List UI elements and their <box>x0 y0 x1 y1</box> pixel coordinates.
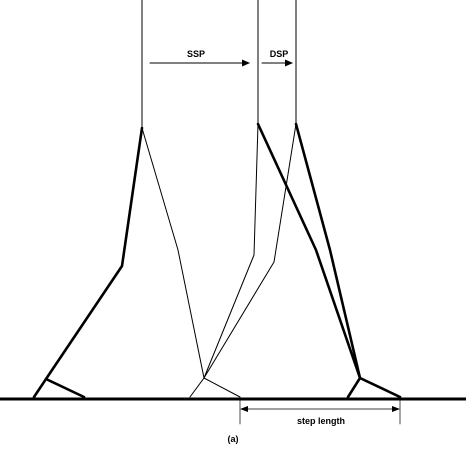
ssp-arrow-head <box>242 59 250 67</box>
mid-swing-leg <box>203 123 259 379</box>
figure-caption: (a) <box>228 434 239 444</box>
right-foot <box>346 376 402 399</box>
left-stance-leg <box>32 126 144 399</box>
right-thick-leg-a <box>256 122 362 380</box>
step-length-arrow-left <box>240 406 248 412</box>
right-thick-leg-b <box>294 122 362 380</box>
dsp-label: DSP <box>270 49 289 59</box>
step-length-arrow-right <box>392 406 400 412</box>
left-swing-leg <box>141 127 205 398</box>
left-stance-foot <box>44 377 86 399</box>
dsp-arrow-head <box>285 59 293 67</box>
left-swing-foot <box>203 377 241 398</box>
step-length-label: step length <box>297 416 345 426</box>
ssp-label: SSP <box>187 49 205 59</box>
right-thin-leg <box>203 123 297 379</box>
